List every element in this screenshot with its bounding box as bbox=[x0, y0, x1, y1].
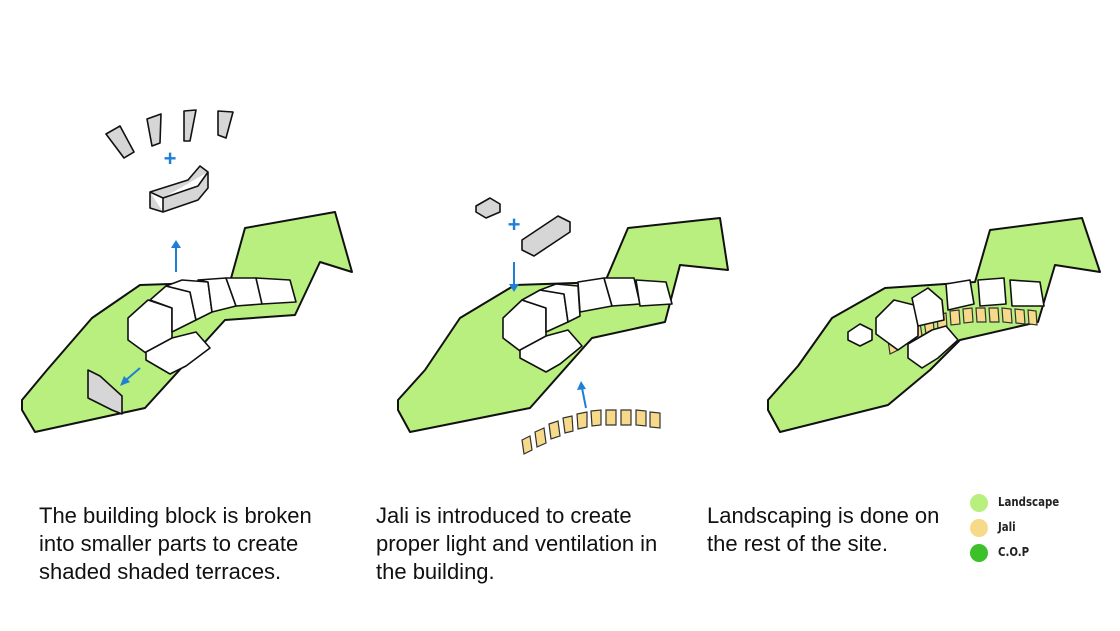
small-block-placed bbox=[847, 323, 873, 347]
jali-panel bbox=[562, 415, 574, 434]
jali-panel bbox=[620, 409, 632, 426]
block bbox=[977, 277, 1007, 307]
stage-2-jali: + bbox=[397, 197, 729, 455]
jali-panel bbox=[635, 409, 647, 427]
block bbox=[539, 283, 581, 323]
legend-item-jali: Jali bbox=[968, 517, 1108, 542]
wedge-block bbox=[521, 215, 571, 257]
jali-panel bbox=[1001, 307, 1013, 324]
jali-panel bbox=[1014, 308, 1026, 325]
stage-1-block-breakdown: + bbox=[21, 109, 353, 433]
building-blocks-1 bbox=[127, 277, 297, 375]
up-arrow-2 bbox=[581, 387, 587, 409]
jali-panel bbox=[521, 435, 533, 455]
legend-swatch-cop bbox=[970, 544, 988, 562]
down-left-arrow-head bbox=[120, 376, 130, 386]
legend-swatch-landscape bbox=[970, 494, 988, 512]
legend-label-cop: C.O.P bbox=[998, 545, 1030, 559]
removed-piece bbox=[87, 369, 123, 415]
jali-panel bbox=[962, 307, 974, 324]
cut-piece-3 bbox=[183, 109, 197, 142]
block bbox=[197, 277, 237, 313]
legend-item-cop: C.O.P bbox=[968, 542, 1108, 567]
block bbox=[635, 279, 673, 307]
legend: Landscape Jali C.O.P bbox=[968, 492, 1108, 567]
legend-swatch-jali bbox=[970, 519, 988, 537]
design-process-diagram: + + bbox=[21, 109, 1101, 455]
jali-panel bbox=[975, 307, 987, 323]
block bbox=[875, 299, 919, 351]
building-blocks-3 bbox=[875, 277, 1045, 369]
up-arrow-head-2 bbox=[577, 381, 586, 390]
up-arrow-head-1 bbox=[171, 240, 181, 248]
jali-panel bbox=[534, 427, 547, 448]
building-blocks-2 bbox=[502, 277, 673, 373]
cut-piece-4 bbox=[217, 110, 234, 139]
jali-panel bbox=[576, 411, 588, 430]
jali-panel bbox=[1027, 309, 1038, 326]
jali-panel bbox=[605, 409, 617, 426]
caption-stage-1: The building block is broken into smalle… bbox=[39, 503, 312, 584]
legend-label-landscape: Landscape bbox=[998, 495, 1060, 509]
down-arrow-head-2 bbox=[509, 284, 519, 292]
block bbox=[907, 325, 959, 369]
plus-sign-1: + bbox=[164, 146, 177, 171]
small-block bbox=[475, 197, 501, 219]
caption-stage-2: Jali is introduced to create proper ligh… bbox=[376, 503, 658, 584]
legend-label-jali: Jali bbox=[998, 520, 1016, 534]
stage-3-landscaping bbox=[767, 217, 1101, 433]
jali-panel bbox=[590, 409, 602, 427]
lifted-block-edge-2 bbox=[162, 171, 209, 199]
jali-panel bbox=[548, 420, 561, 440]
legend-item-landscape: Landscape bbox=[968, 492, 1108, 517]
cut-piece-1 bbox=[105, 125, 135, 159]
block bbox=[945, 279, 975, 311]
block bbox=[1009, 279, 1045, 307]
down-left-arrow bbox=[125, 367, 141, 381]
caption-stage-3: Landscaping is done on the rest of the s… bbox=[707, 503, 940, 556]
plus-sign-2: + bbox=[508, 212, 521, 237]
jali-panel bbox=[988, 307, 1000, 323]
block bbox=[145, 331, 211, 375]
jali-panels bbox=[521, 409, 661, 455]
block bbox=[255, 277, 297, 305]
block bbox=[911, 287, 945, 327]
jali-panel bbox=[949, 309, 961, 326]
jali-panel bbox=[649, 411, 661, 429]
cut-piece-2 bbox=[146, 113, 162, 147]
block bbox=[519, 329, 583, 373]
